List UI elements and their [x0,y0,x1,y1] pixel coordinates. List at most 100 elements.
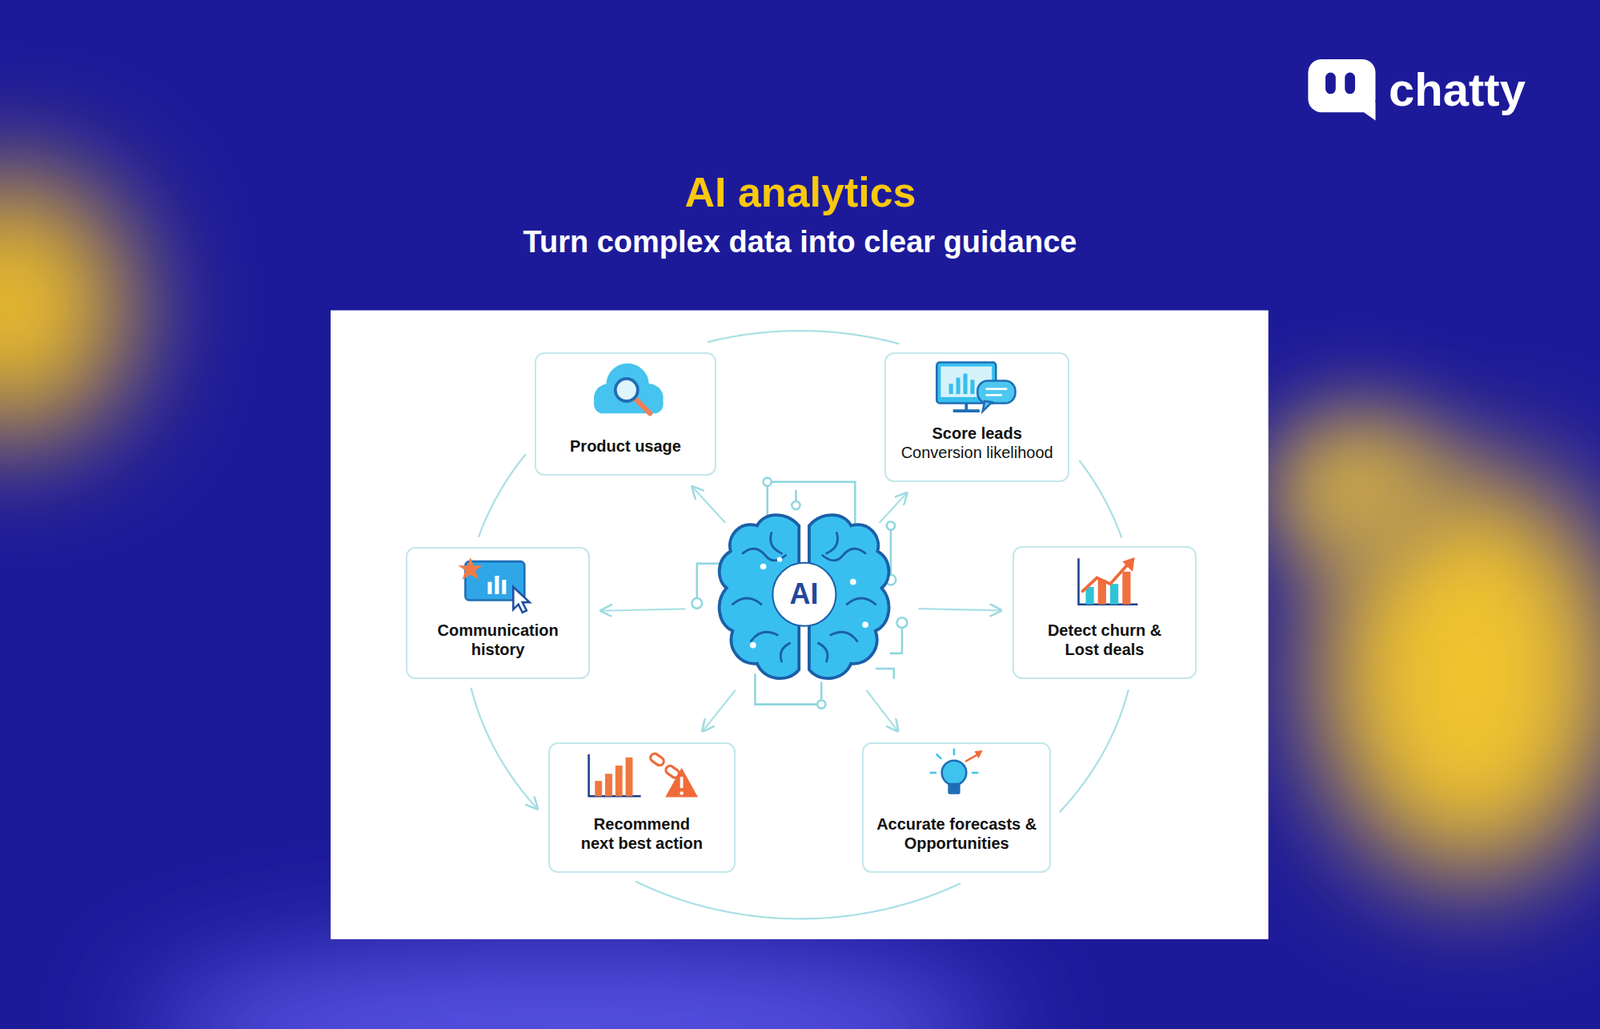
flow-arrow [879,493,907,523]
bulb-ray [930,771,936,774]
message-card-icon [457,557,530,613]
star-icon [457,557,483,580]
warning-mark [679,790,684,795]
cursor-icon [513,586,530,613]
logo-eye [1325,72,1336,95]
glow-blob [143,949,1001,1029]
cloud-icon [593,383,623,413]
cycle-arc [1078,460,1122,538]
chart-bar [970,379,975,394]
logo-tail [1355,101,1376,121]
glow-blob [1265,408,1449,572]
chart-bar [625,757,634,796]
trend-arrow [1081,563,1129,593]
subtitle: Turn complex data into clear guidance [523,224,1078,260]
bulb-ray [953,749,956,754]
trend-arrow [1122,557,1135,572]
brain-spark [749,556,869,648]
flow-arrow [918,608,1001,610]
brain-spark [850,578,857,586]
output-box: Accurate forecasts & Opportunities [862,741,1051,873]
chart-bar [487,581,492,594]
bulb-ray [930,749,979,773]
chart-bar [615,765,623,796]
flow-arrow [601,608,686,610]
cloud-icon [593,393,664,414]
brain-fold [780,642,790,662]
brain-fold [770,532,782,553]
box-title: Accurate forecasts & Opportunities [872,814,1041,853]
box-title: Communication history [429,620,566,659]
brain-fold [818,642,827,662]
brain-fold [732,532,875,662]
chat-bubble [982,401,992,412]
chat-line [986,387,1008,390]
input-box: Product usage [534,352,717,476]
cycle-arc [707,330,900,344]
brain-fold [750,631,778,641]
warning-triangle [665,767,698,798]
card-icon [465,561,525,600]
chart-bar [594,780,602,796]
monitor-stand [964,403,968,411]
cycle-arc [635,881,961,919]
brand-name: chatty [1388,61,1526,116]
flow-arrow [692,486,726,523]
flow-arrow [866,689,898,731]
output-box: Recommend next best action [548,741,737,873]
glow-blob [0,173,133,439]
broken-link [664,763,681,779]
brand-logo [1307,59,1376,121]
flow-arrow [702,689,736,731]
box-subtitle: Conversion likelihood [886,442,1068,462]
brain-spark [749,641,757,649]
magnifier-handle [635,398,650,414]
monitor-chat-icon [936,362,1015,413]
box-title: Product usage [537,436,714,456]
box-title: Recommend next best action [577,814,706,853]
brain-fold [846,597,876,605]
circuit-node [763,477,772,486]
chart-bar [1085,586,1094,605]
brain-spark [760,563,767,570]
brain-fold [826,532,839,553]
circuit-node [691,597,702,609]
chart-axis [1078,557,1139,604]
circuit-node [886,521,895,530]
monitor-screen [940,366,992,397]
trend-chart-icon [1078,557,1139,605]
warning-mark [680,776,684,788]
input-box: Communication history [405,546,590,678]
ai-hub: AI [685,522,919,690]
bulb-ray [936,753,941,758]
chart-axis [589,753,642,796]
brain-fold [822,548,867,561]
monitor-stand [953,409,980,413]
cycle-arc [471,687,538,809]
magnifier-lens [615,378,638,402]
white-panel [330,310,1269,939]
box-title: Score leads [886,423,1068,443]
chart-bar [1110,583,1119,604]
bulb-ray [972,771,978,774]
cycle-arc [478,453,526,537]
bulb-base [947,782,960,794]
brain-spark [862,621,869,628]
chart-bar [1122,571,1131,605]
cloud-icon [634,383,664,413]
chart-bar [605,773,613,796]
page-title: AI analytics [684,168,916,217]
glow-blob [0,173,1600,1029]
broken-link [649,751,666,767]
chart-bar [949,383,954,394]
chat-bubble [977,380,1015,404]
circuit-node [691,477,907,709]
chart-bar [501,579,506,594]
box-title: Detect churn & Lost deals [1036,620,1173,659]
logo-eye [1344,72,1356,95]
